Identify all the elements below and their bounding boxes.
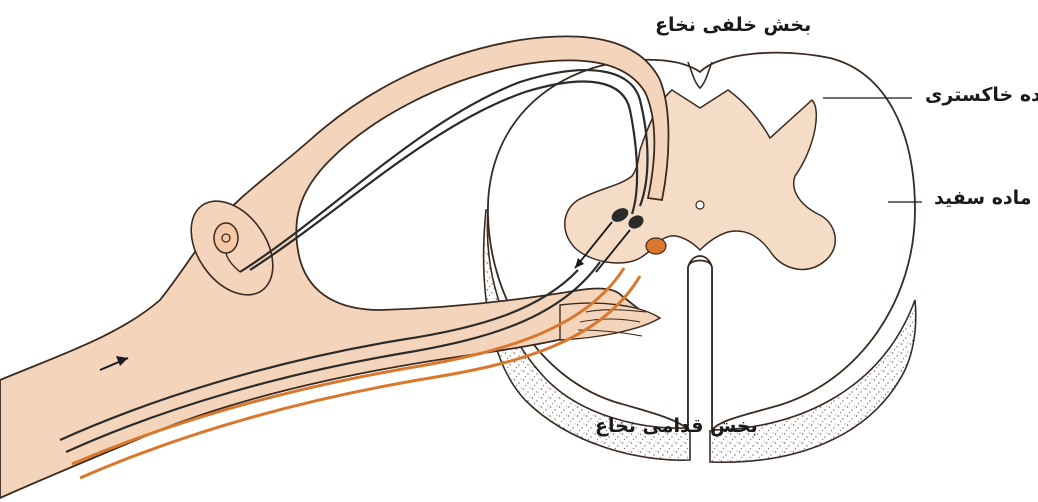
- ventral-median-fissure: [688, 261, 712, 431]
- motor-neuron-body: [646, 238, 666, 254]
- label-white-matter: ماده سفید: [934, 189, 1032, 208]
- sensory-neuron-cell-body: [214, 223, 238, 253]
- label-ventral-part: بخش قدامی نخاع: [595, 417, 758, 436]
- label-gray-matter: ماده خاکستری: [925, 86, 1038, 105]
- label-dorsal-part: بخش خلفی نخاع: [655, 16, 811, 35]
- central-canal: [696, 201, 704, 209]
